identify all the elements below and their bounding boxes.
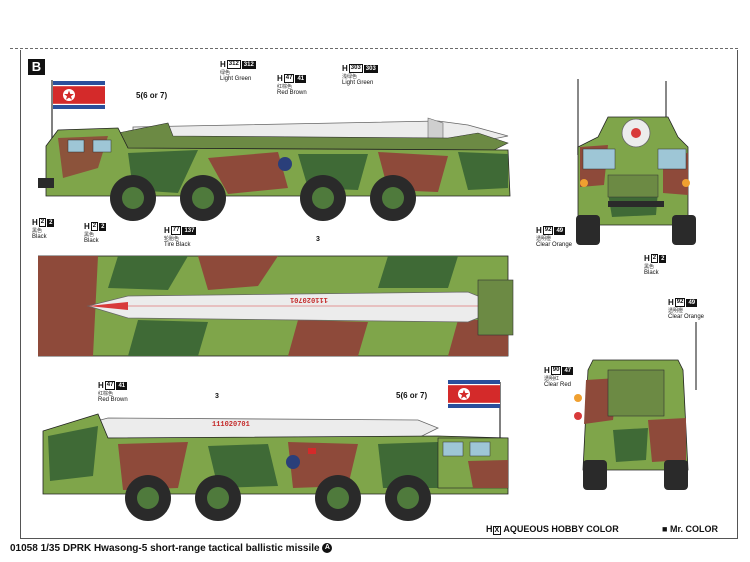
step-mark: A xyxy=(322,543,333,554)
section-badge: B xyxy=(28,59,45,75)
cut-line xyxy=(10,48,738,49)
dprk-flag-icon-2 xyxy=(448,380,500,408)
footer: 01058 1/35 DPRK Hwasong-5 short-range ta… xyxy=(10,543,333,554)
decal-number-top: 3 xyxy=(316,236,320,243)
wheels xyxy=(110,175,416,221)
missile-top xyxy=(86,291,489,323)
scale: 1/35 xyxy=(40,543,61,554)
top-view xyxy=(38,255,514,357)
mr-key-icon: ■ xyxy=(662,524,668,534)
legend-mr: ■ Mr. COLOR xyxy=(662,524,718,534)
rear-view xyxy=(574,322,697,490)
decal-number-bottom: 3 xyxy=(215,393,219,400)
side-view-left xyxy=(38,80,511,221)
wheels-2 xyxy=(125,475,431,521)
flag-note-bottom: 5(6 or 7) xyxy=(396,391,428,400)
side-view-right xyxy=(42,380,509,521)
flag-note-top: 5(6 or 7) xyxy=(136,91,168,100)
serial-bottom: 111020701 xyxy=(212,421,250,429)
instruction-frame xyxy=(20,50,738,539)
serial-top: 111020701 xyxy=(290,295,328,303)
dprk-flag-icon xyxy=(53,81,105,109)
product-title: DPRK Hwasong-5 short-range tactical ball… xyxy=(62,543,320,554)
product-code: 01058 xyxy=(10,543,38,554)
front-view xyxy=(576,79,696,245)
